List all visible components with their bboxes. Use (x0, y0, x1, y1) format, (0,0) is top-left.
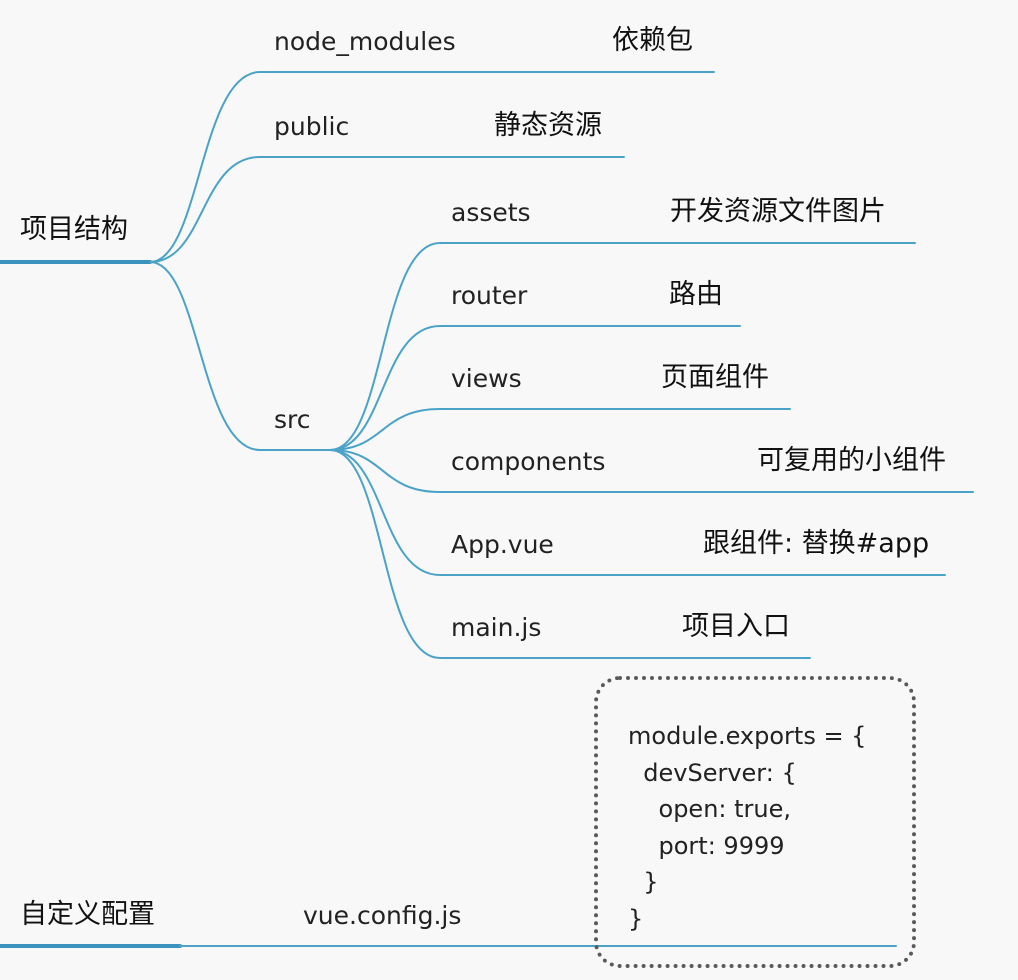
node-router: router (451, 281, 528, 310)
node-vue-config: vue.config.js (303, 901, 462, 930)
node-node-modules: node_modules (274, 27, 456, 56)
node-assets: assets (451, 198, 531, 227)
code-annotation-box: module.exports = { devServer: { open: tr… (594, 676, 916, 968)
connector-router (329, 325, 741, 451)
root-custom-config: 自定义配置 (20, 899, 155, 930)
desc-router: 路由 (669, 279, 723, 310)
desc-public: 静态资源 (494, 110, 602, 141)
connector-app-vue (329, 449, 946, 576)
desc-components: 可复用的小组件 (757, 445, 946, 476)
desc-assets: 开发资源文件图片 (670, 196, 886, 227)
connector-assets (329, 242, 916, 451)
connector-main-js (329, 449, 811, 659)
connector-src (149, 261, 331, 451)
node-app-vue: App.vue (451, 530, 554, 559)
desc-views: 页面组件 (661, 362, 769, 393)
node-views: views (451, 364, 522, 393)
desc-node-modules: 依赖包 (612, 25, 693, 56)
root-project-structure: 项目结构 (20, 214, 128, 245)
desc-app-vue: 跟组件: 替换#app (703, 528, 930, 559)
node-main-js: main.js (451, 613, 542, 642)
desc-main-js: 项目入口 (682, 611, 790, 642)
code-snippet: module.exports = { devServer: { open: tr… (628, 722, 867, 933)
node-src: src (274, 405, 311, 434)
connector-node-modules (149, 71, 715, 263)
connector-components (329, 449, 974, 493)
node-public: public (274, 112, 350, 141)
connector-public (149, 156, 625, 263)
connector-views (329, 408, 791, 451)
node-components: components (451, 447, 606, 476)
